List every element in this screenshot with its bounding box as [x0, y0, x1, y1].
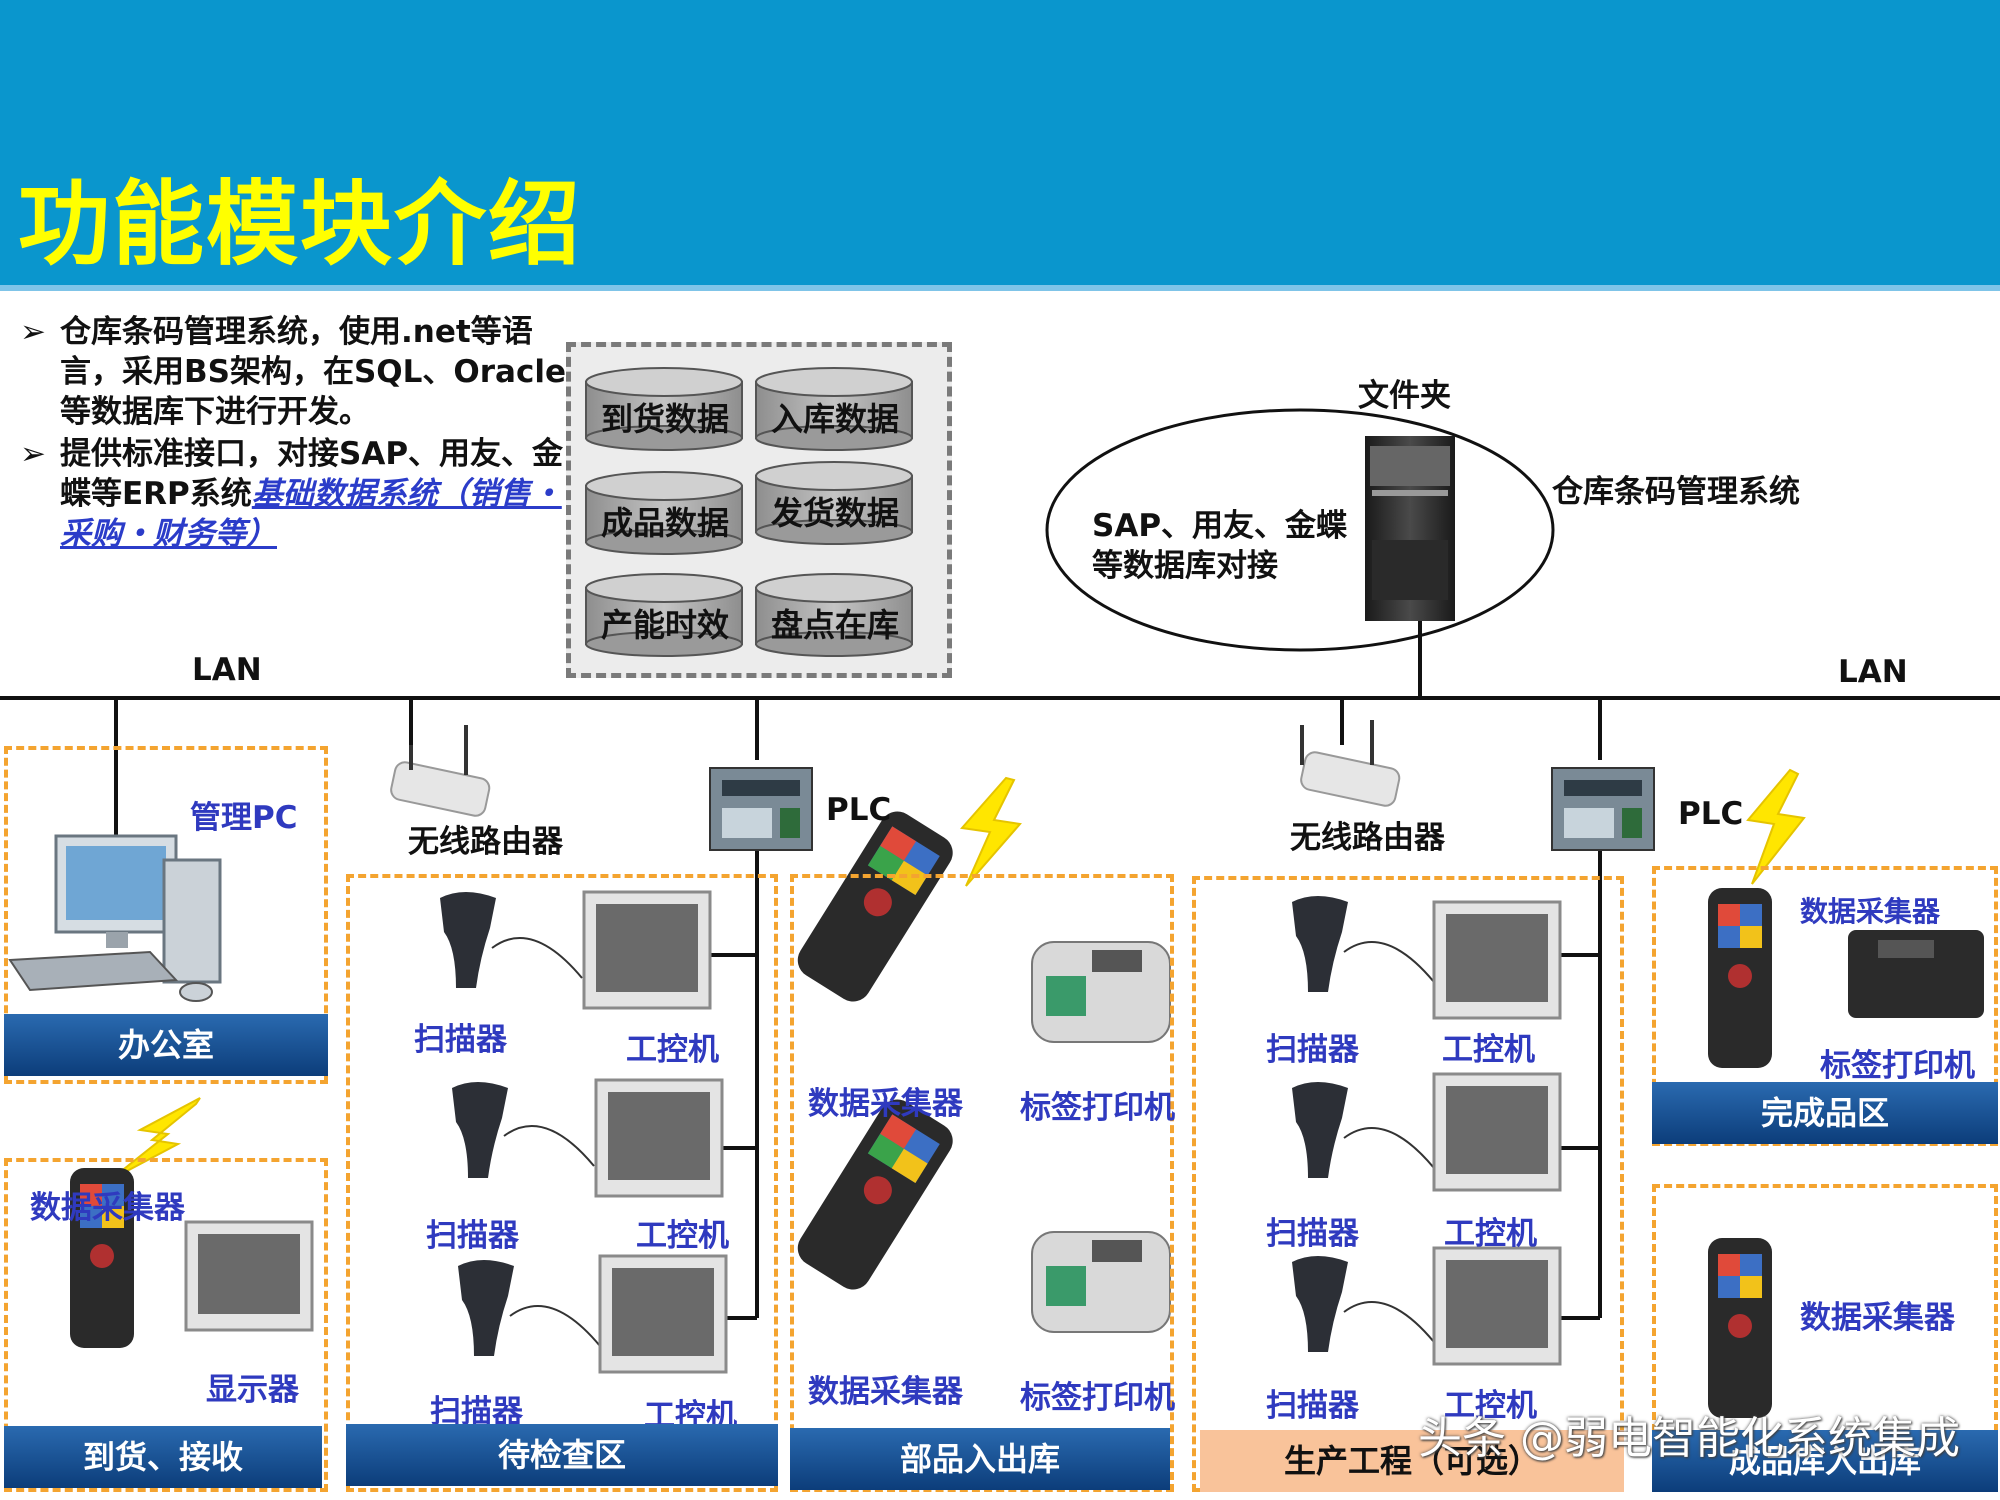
- desktop-pc-icon: [8, 834, 222, 1002]
- arrow-bullet-icon: ➢: [20, 436, 46, 472]
- monitor-group: [184, 890, 1562, 1374]
- zone-office: [4, 746, 328, 1084]
- zone-bar-office: 办公室: [4, 1014, 328, 1076]
- lightning-icon: [960, 776, 1022, 887]
- zone-receiving: [4, 1158, 328, 1492]
- db-finished: 成品数据: [600, 504, 729, 542]
- handheld-label: 数据采集器: [808, 1374, 963, 1410]
- handheld-group: [70, 811, 1772, 1418]
- bullet-text: 提供标准接口，对接SAP、用友、金蝶等ERP系统: [60, 436, 564, 512]
- router-label: 无线路由器: [408, 824, 563, 860]
- lan-label-right: LAN: [1838, 654, 1908, 690]
- db-inventory: 盘点在库: [770, 606, 899, 644]
- db-shipping: 发货数据: [770, 494, 899, 532]
- plc-label: PLC: [1678, 796, 1744, 832]
- scanner-icon: [1292, 896, 1348, 992]
- header-stripe: [0, 285, 2000, 291]
- folder-label: 文件夹: [1358, 378, 1451, 414]
- intro-bullets: ➢ 仓库条码管理系统，使用.net等语言，采用BS架构，在SQL、Oracle等…: [20, 312, 580, 556]
- bullet-item: ➢ 仓库条码管理系统，使用.net等语言，采用BS架构，在SQL、Oracle等…: [20, 312, 580, 432]
- scanner-icon: [1292, 1082, 1348, 1178]
- scanner-icon: [440, 892, 496, 988]
- zone-bar-finished: 完成品区: [1652, 1082, 1998, 1144]
- system-label: 仓库条码管理系统: [1552, 474, 1800, 510]
- lightning-icon: [1746, 768, 1806, 885]
- handheld-label: 数据采集器: [808, 1086, 963, 1122]
- database-cylinders: [585, 367, 913, 657]
- lan-label-left: LAN: [192, 652, 262, 688]
- server-ellipse: [1045, 408, 1555, 652]
- zone-parts: [790, 874, 1174, 1492]
- bullet-item: ➢ 提供标准接口，对接SAP、用友、金蝶等ERP系统基础数据系统（销售・采购・财…: [20, 434, 580, 554]
- scanner-label: 扫描器: [426, 1218, 519, 1254]
- zone-inspection: [346, 874, 778, 1492]
- db-arrival: 到货数据: [600, 400, 729, 438]
- zone-production: [1192, 876, 1624, 1492]
- plc-label: PLC: [826, 792, 892, 828]
- scanner-icon: [1292, 1256, 1348, 1352]
- server-icon: [1365, 436, 1455, 621]
- erp-link[interactable]: 基础数据系统（销售・采购・财务等）: [60, 476, 562, 552]
- printer-label: 标签打印机: [1820, 1048, 1975, 1084]
- handheld-label: 数据采集器: [1800, 895, 1941, 928]
- db-capacity: 产能时效: [600, 606, 729, 644]
- scanner-label: 扫描器: [1266, 1032, 1359, 1068]
- erp-text-line1: SAP、用友、金蝶: [1092, 508, 1348, 544]
- handheld-label: 数据采集器: [1800, 1300, 1955, 1336]
- lightning-icon: [109, 1097, 201, 1181]
- arrow-bullet-icon: ➢: [20, 314, 46, 350]
- pc-label: 管理PC: [190, 800, 298, 836]
- ipc-label: 工控机: [1444, 1388, 1537, 1424]
- zone-bar-receiving: 到货、接收: [4, 1426, 322, 1488]
- router-icon: [1300, 720, 1401, 807]
- scanner-icon: [458, 1260, 514, 1356]
- plc-icon: [709, 767, 813, 851]
- header-band: [0, 0, 2000, 285]
- zone-finished: [1652, 866, 1998, 1146]
- handheld-label: 数据采集器: [30, 1190, 185, 1226]
- bullet-text: 仓库条码管理系统，使用.net等语言，采用BS架构，在SQL、Oracle等数据…: [60, 314, 566, 430]
- ipc-label: 工控机: [1442, 1032, 1535, 1068]
- ipc-label: 工控机: [1444, 1216, 1537, 1252]
- scanner-label: 扫描器: [1266, 1388, 1359, 1424]
- router-label: 无线路由器: [1290, 820, 1445, 856]
- db-inbound: 入库数据: [770, 400, 899, 438]
- zone-bar-finished-store: 成品库入出库: [1652, 1430, 1998, 1492]
- monitor-label: 显示器: [206, 1372, 299, 1408]
- printer-group: [1031, 930, 1984, 1333]
- zone-bar-parts: 部品入出库: [790, 1428, 1170, 1490]
- zone-bar-production: 生产工程（可选）: [1200, 1430, 1624, 1492]
- printer-label: 标签打印机: [1020, 1380, 1175, 1416]
- scanner-label: 扫描器: [1266, 1216, 1359, 1252]
- printer-label: 标签打印机: [1020, 1090, 1175, 1126]
- scanner-icon: [452, 1082, 508, 1178]
- watermark: 头条 @弱电智能化系统集成: [1418, 1413, 1960, 1464]
- page-title: 功能模块介绍: [18, 171, 583, 278]
- zone-bar-inspection: 待检查区: [346, 1424, 778, 1486]
- router-icon: [390, 725, 491, 817]
- plc-icon: [1551, 767, 1655, 851]
- ipc-label: 工控机: [636, 1218, 729, 1254]
- erp-text-line2: 等数据库对接: [1092, 548, 1278, 584]
- scanner-label: 扫描器: [414, 1022, 507, 1058]
- ipc-label: 工控机: [626, 1032, 719, 1068]
